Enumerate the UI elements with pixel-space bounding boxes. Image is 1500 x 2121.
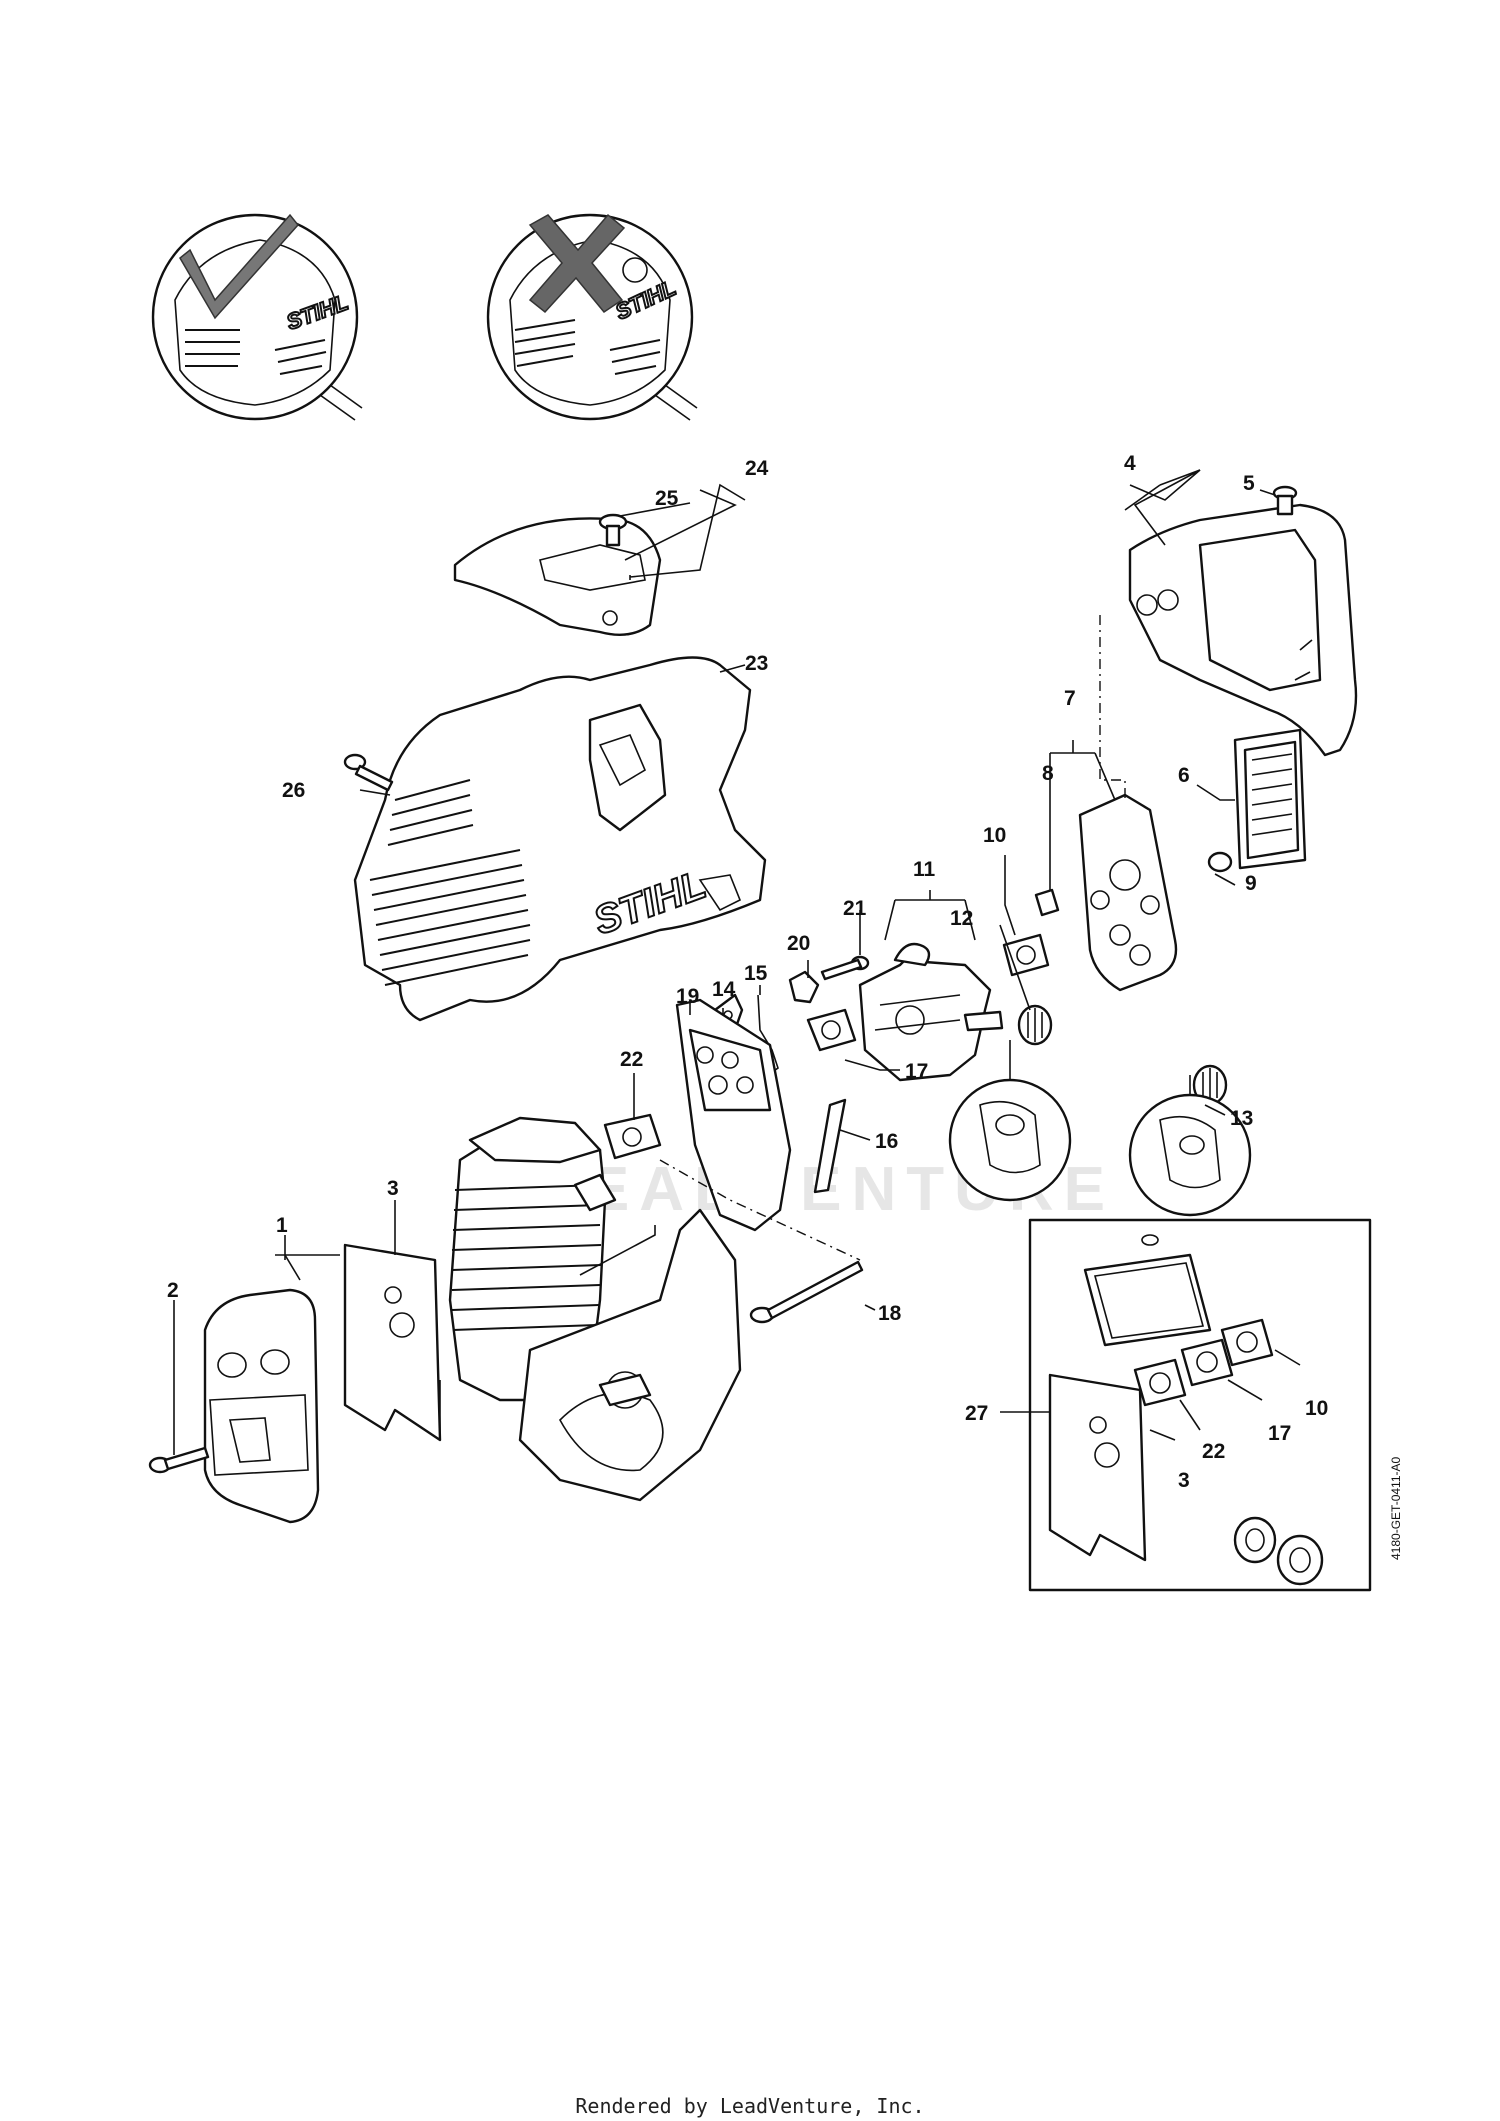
label-19: 19 [676,985,699,1008]
part-4-air-filter-cover [1128,503,1358,757]
label-9: 9 [1245,872,1257,895]
label-21: 21 [843,897,867,920]
label-18: 18 [878,1302,902,1325]
label-11: 11 [913,858,936,881]
label-8: 8 [1042,762,1054,785]
part-3-plate [343,1243,442,1442]
label-10: 10 [983,824,1006,847]
label-4: 4 [1124,452,1136,475]
label-3: 3 [387,1177,399,1200]
label-24: 24 [745,457,769,480]
label-26: 26 [282,779,305,802]
part-26-screw [343,753,394,792]
label-6: 6 [1178,764,1190,787]
part-24-top-cover [453,517,662,636]
part-2-screw [148,1446,210,1474]
part-12-knob [948,1004,1072,1202]
label-17: 17 [905,1060,928,1083]
kit-label-17: 17 [1268,1422,1291,1445]
part-11-carburetor [858,942,1004,1082]
leader-lines [173,469,1301,1455]
part-9-grommet [1207,851,1233,873]
part-17-gasket [806,1008,857,1052]
part-1-muffler [203,1288,320,1524]
label-2: 2 [167,1279,179,1302]
part-27-gasket-kit-box [1028,1218,1372,1592]
label-12: 12 [950,907,973,930]
drawing-code: 4180-GET-0411-A0 [1389,1457,1403,1560]
part-13-knob [1128,1064,1252,1217]
cross-mark-icon [528,213,626,314]
label-20: 20 [787,932,810,955]
part-25-screw [598,513,628,547]
part-22-gasket [603,1113,662,1160]
part-16-tube [813,1098,847,1194]
check-mark-icon [179,213,299,320]
part-number-labels: 1 2 3 4 5 6 7 8 9 10 11 12 13 14 15 16 1… [167,452,1328,1492]
label-23: 23 [745,652,768,675]
part-10-gasket [1002,933,1050,977]
label-13: 13 [1230,1107,1253,1130]
part-6-air-filter [1233,728,1307,870]
alignment-line-bolt [659,1159,861,1261]
part-20-lever [788,970,820,1004]
part-21-screw [820,955,870,981]
label-27: 27 [965,1402,988,1425]
part-23-shroud: STIHL [353,656,767,1022]
part-7-filter-base [1078,793,1178,992]
part-8-plug [1034,888,1060,917]
label-14: 14 [712,978,736,1001]
part-18-bolt [749,1260,864,1324]
label-15: 15 [744,962,768,985]
label-5: 5 [1243,472,1255,495]
engine-cylinder-crankcase [448,1116,742,1502]
inset-correct-assembly: STIHL [151,213,363,421]
kit-label-3: 3 [1178,1469,1190,1492]
footer-credit: Rendered by LeadVenture, Inc. [575,2094,925,2118]
inset-incorrect-assembly: STIHL [486,213,698,421]
part-5-screw [1272,485,1298,516]
label-25: 25 [655,487,679,510]
label-1: 1 [276,1214,288,1237]
label-22: 22 [620,1048,643,1071]
kit-label-22: 22 [1202,1440,1225,1463]
alignment-line-cover [1099,615,1126,800]
kit-label-10: 10 [1305,1397,1328,1420]
label-7: 7 [1064,687,1076,710]
label-16: 16 [875,1130,898,1153]
